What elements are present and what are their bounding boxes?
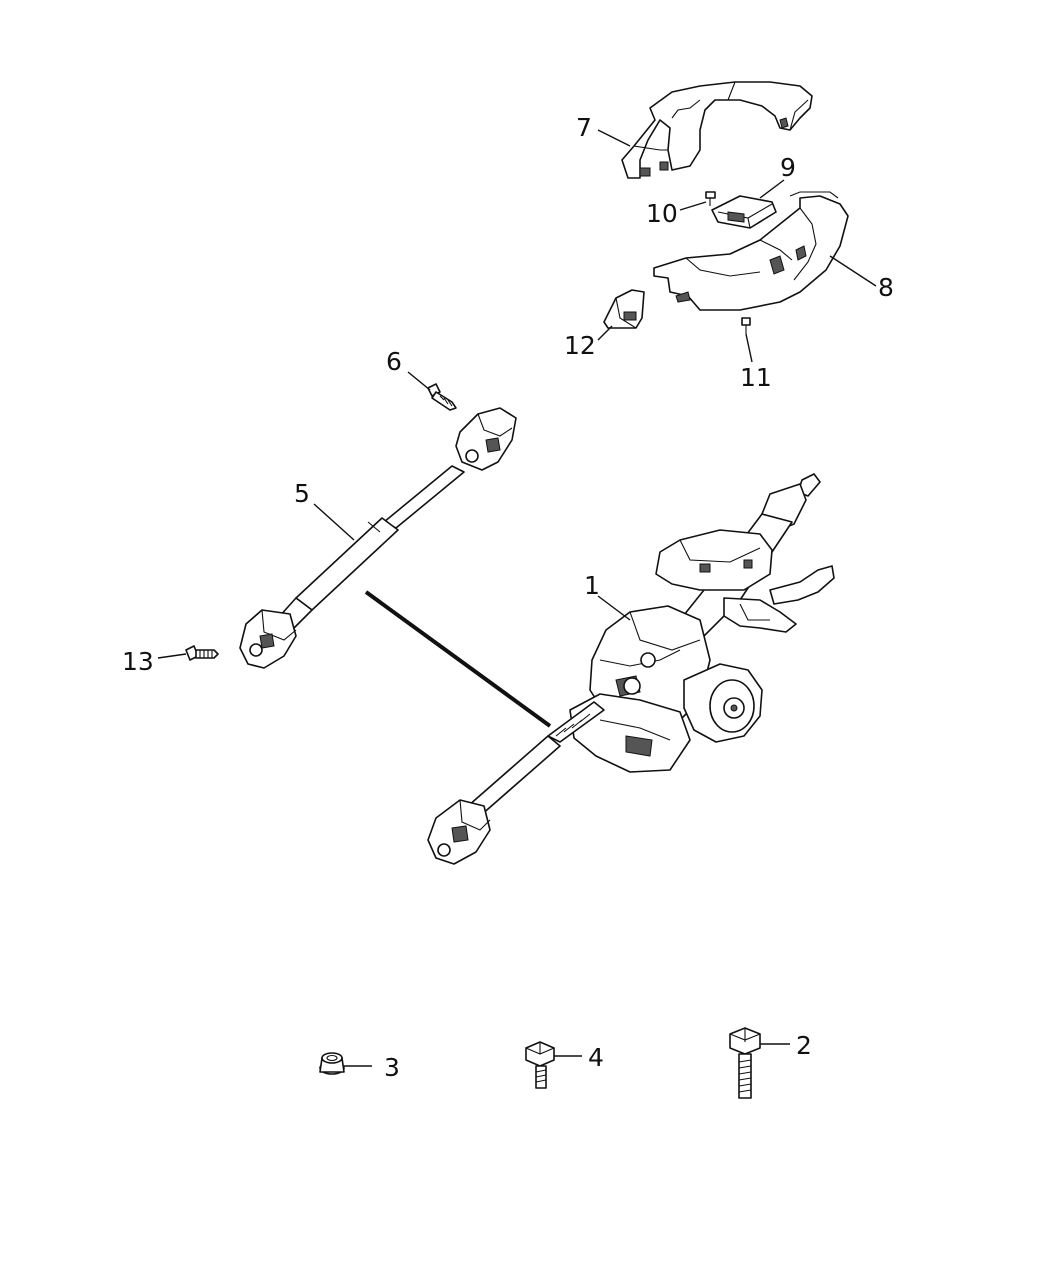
callout-4: 4 bbox=[588, 1043, 604, 1072]
callout-11: 11 bbox=[740, 363, 772, 392]
callout-12: 12 bbox=[564, 331, 596, 360]
bolt-6 bbox=[427, 383, 457, 411]
shroud-trim-cover bbox=[603, 289, 645, 329]
callout-7: 7 bbox=[576, 113, 592, 142]
bolt-4 bbox=[525, 1041, 555, 1089]
bolt-13 bbox=[185, 645, 219, 661]
leader-10 bbox=[679, 201, 707, 211]
leader-8 bbox=[829, 255, 877, 287]
bolt-2 bbox=[729, 1027, 761, 1099]
steering-column-assembly bbox=[427, 473, 835, 865]
leader-7 bbox=[597, 129, 631, 147]
shroud-switch-bracket bbox=[711, 195, 777, 229]
lower-column-shroud bbox=[653, 191, 849, 311]
leader-12 bbox=[597, 325, 613, 341]
flange-nut bbox=[319, 1052, 345, 1075]
callout-8: 8 bbox=[878, 273, 894, 302]
leader-13 bbox=[157, 653, 187, 659]
callout-6: 6 bbox=[386, 347, 402, 376]
callout-13: 13 bbox=[122, 647, 154, 676]
callout-5: 5 bbox=[294, 479, 310, 508]
screw-10 bbox=[705, 191, 716, 206]
callout-labels: 1 2 3 4 5 6 7 8 9 10 11 12 13 bbox=[122, 113, 894, 1082]
leader-lines bbox=[157, 129, 877, 1067]
leader-1 bbox=[597, 595, 631, 621]
leader-6 bbox=[407, 371, 431, 391]
leader-5 bbox=[313, 503, 355, 541]
upper-column-shroud bbox=[621, 81, 813, 179]
callout-10: 10 bbox=[646, 199, 678, 228]
leader-9 bbox=[759, 179, 785, 199]
intermediate-shaft bbox=[239, 407, 517, 669]
callout-2: 2 bbox=[796, 1031, 812, 1060]
callout-3: 3 bbox=[384, 1053, 400, 1082]
reference-line bbox=[364, 590, 552, 728]
screw-11 bbox=[741, 317, 751, 334]
callout-9: 9 bbox=[780, 153, 796, 182]
callout-1: 1 bbox=[584, 571, 600, 600]
leader-11 bbox=[745, 333, 753, 363]
